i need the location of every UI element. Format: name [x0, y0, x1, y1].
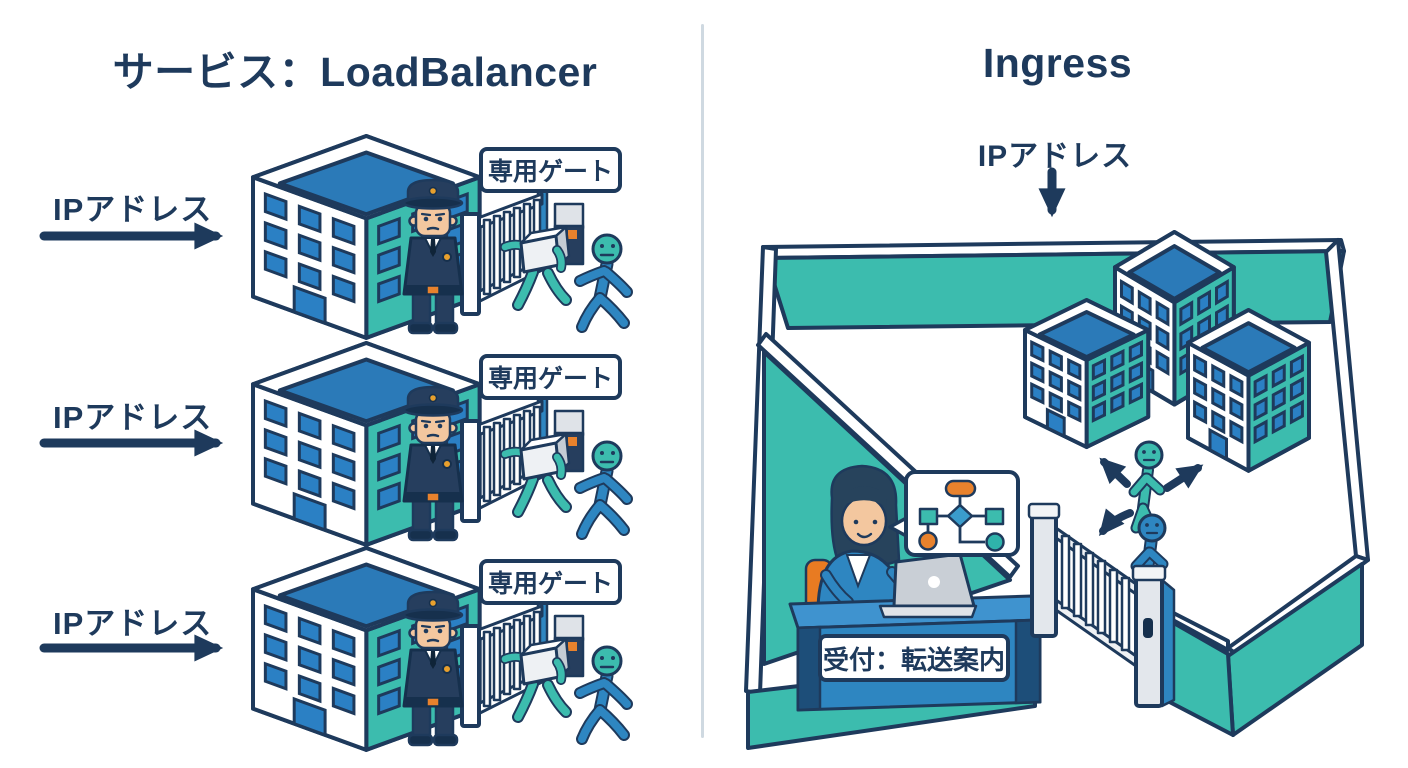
flowchart-end-node — [918, 531, 938, 551]
ip-address-label: IPアドレス — [53, 192, 213, 227]
right-panel-title: Ingress — [982, 40, 1133, 86]
building-icon — [1186, 308, 1311, 473]
laptop-icon — [878, 552, 978, 619]
routed-request-figure — [1128, 440, 1166, 534]
flowchart-decision-node — [946, 503, 974, 529]
left-panel-title: サービス：LoadBalancer — [112, 49, 598, 95]
routing-arrows — [1098, 457, 1204, 536]
dedicated-gate-sign: 専用ゲート — [479, 354, 622, 400]
routing-rules-bubble — [888, 470, 1020, 557]
ingress-gate-icon — [1027, 502, 1176, 708]
reception-desk-sign: 受付：転送案内 — [818, 634, 1010, 682]
ip-address-label: IPアドレス — [53, 400, 213, 435]
dedicated-gate-sign: 専用ゲート — [479, 147, 622, 193]
ip-address-label: IPアドレス — [977, 140, 1133, 173]
ip-address-label: IPアドレス — [53, 606, 213, 641]
flowchart-start-node — [944, 479, 977, 498]
dedicated-gate-sign: 専用ゲート — [479, 559, 622, 605]
flowchart-node — [984, 507, 1005, 526]
panel-divider — [701, 24, 704, 738]
flowchart-end-node — [985, 532, 1005, 552]
flowchart-node — [918, 507, 939, 526]
building-icon — [1023, 298, 1150, 449]
